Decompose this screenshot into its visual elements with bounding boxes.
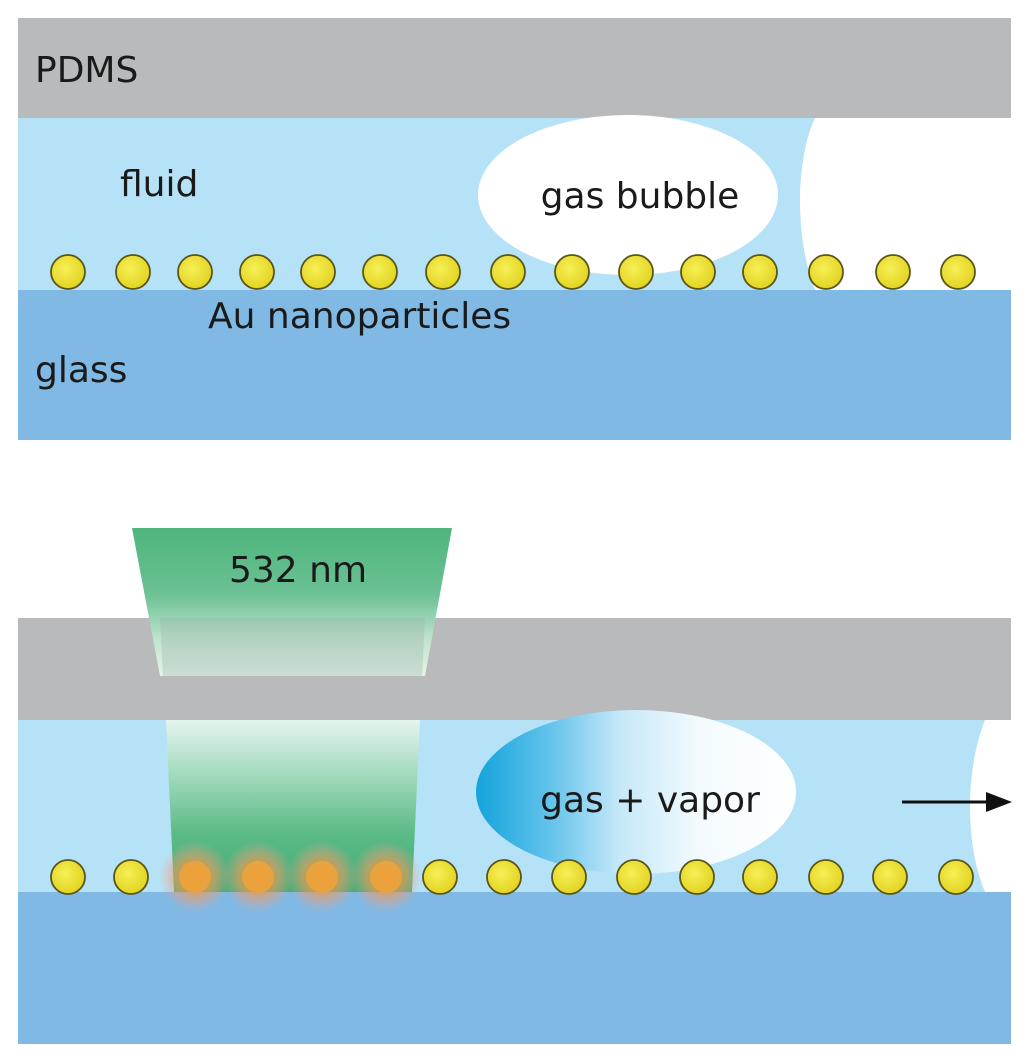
nanoparticle-icon — [425, 254, 461, 290]
nanoparticle-icon — [177, 254, 213, 290]
nanoparticle-icon — [872, 859, 908, 895]
nanoparticle-icon — [551, 859, 587, 895]
gas-vapor-bubble — [476, 710, 796, 874]
pdms-layer-top — [18, 18, 1011, 118]
laser-beam-top — [132, 528, 452, 676]
laser-beam-fluid — [166, 720, 420, 892]
nanoparticle-icon — [370, 861, 402, 893]
nanoparticle-icon — [179, 861, 211, 893]
nanoparticle-icon — [113, 859, 149, 895]
nanoparticle-icon — [239, 254, 275, 290]
nanoparticles-top — [50, 254, 976, 290]
nanoparticle-icon — [742, 859, 778, 895]
bottom-panel: 532 nm gas + vapor — [18, 528, 1012, 1044]
fluid-label: fluid — [120, 164, 198, 205]
nanoparticle-icon — [490, 254, 526, 290]
nanoparticle-icon — [679, 859, 715, 895]
nanoparticle-icon — [616, 859, 652, 895]
pdms-label: PDMS — [35, 50, 138, 91]
glass-label: glass — [35, 350, 127, 391]
nanoparticle-icon — [362, 254, 398, 290]
laser-beam-pdms — [160, 618, 425, 676]
nanoparticle-icon — [242, 861, 274, 893]
nanoparticle-icon — [940, 254, 976, 290]
nanoparticle-icon — [50, 254, 86, 290]
nanoparticle-icon — [875, 254, 911, 290]
nanoparticle-icon — [938, 859, 974, 895]
nanoparticle-icon — [300, 254, 336, 290]
meniscus-top — [800, 118, 1011, 290]
nanoparticle-icon — [422, 859, 458, 895]
nanoparticle-icon — [306, 861, 338, 893]
top-panel: PDMS fluid gas bubble Au nanoparticles g… — [18, 18, 1011, 440]
nanoparticles-bottom — [50, 859, 974, 895]
arrow-right-icon — [902, 792, 1012, 812]
nanoparticle-icon — [808, 859, 844, 895]
glass-layer-bottom — [18, 892, 1011, 1044]
glass-layer-top — [18, 290, 1011, 440]
au-nanoparticles-label: Au nanoparticles — [208, 296, 511, 337]
nanoparticle-icon — [554, 254, 590, 290]
nanoparticle-icon — [618, 254, 654, 290]
nanoparticle-icon — [808, 254, 844, 290]
gas-vapor-label: gas + vapor — [540, 780, 760, 821]
gas-bubble-label: gas bubble — [541, 176, 740, 217]
nanoparticle-icon — [486, 859, 522, 895]
nanoparticle-icon — [50, 859, 86, 895]
laser-wavelength-label: 532 nm — [229, 550, 367, 591]
nanoparticle-icon — [742, 254, 778, 290]
gas-bubble — [478, 115, 778, 275]
nanoparticle-icon — [115, 254, 151, 290]
nanoparticle-icon — [680, 254, 716, 290]
